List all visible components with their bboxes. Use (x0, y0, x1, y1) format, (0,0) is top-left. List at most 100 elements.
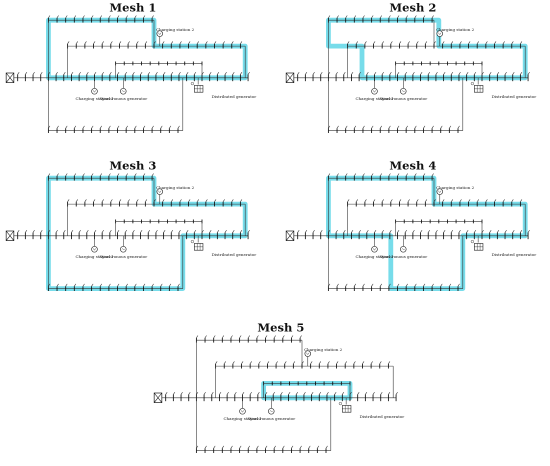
load-tap (405, 283, 408, 287)
generator-icon (120, 77, 127, 95)
load-tap (117, 283, 120, 287)
mesh-title: Mesh 1 (109, 1, 156, 15)
load-tap (373, 41, 376, 44)
load-tap (420, 229, 423, 233)
load-tap (108, 283, 111, 287)
charging-station-1-icon (239, 397, 246, 415)
load-tap (358, 71, 361, 75)
load-tap (48, 173, 51, 176)
load-tap (171, 41, 174, 44)
load-tap (119, 41, 122, 44)
load-tap (431, 15, 434, 18)
load-tap (362, 15, 365, 18)
load-tap (380, 283, 383, 287)
load-tap (222, 199, 225, 202)
load-tap (497, 229, 500, 233)
highlighted-mesh-loop (326, 175, 528, 292)
load-tap (211, 391, 214, 395)
load-tap (353, 361, 356, 364)
load-tap (327, 361, 330, 364)
load-tap (280, 391, 283, 395)
load-tap (347, 41, 350, 44)
load-tap (32, 229, 35, 233)
load-tap (466, 229, 469, 233)
load-tap (416, 199, 419, 202)
load-tap (265, 445, 268, 449)
load-tap (435, 71, 438, 75)
load-tap (65, 125, 68, 129)
load-tap (217, 71, 220, 75)
load-tap (134, 125, 137, 129)
load-tap (78, 71, 81, 75)
load-tap (100, 173, 103, 176)
load-tap (119, 199, 122, 202)
load-tap (204, 335, 207, 338)
load-tap (468, 41, 471, 44)
load-tap (527, 229, 530, 233)
load-tap (412, 229, 415, 233)
load-tap (100, 283, 103, 287)
load-tap (63, 71, 66, 75)
load-tap (171, 71, 174, 75)
load-tap (312, 229, 315, 233)
load-tap (440, 125, 443, 129)
load-tap (351, 229, 354, 233)
load-tap (241, 361, 244, 364)
mesh-title: Mesh 2 (389, 1, 436, 15)
load-tap (247, 229, 250, 233)
load-tap (249, 361, 252, 364)
load-tap (110, 41, 113, 44)
load-tap (388, 15, 391, 18)
load-tap (345, 173, 348, 176)
load-tap (56, 15, 59, 18)
load-tap (117, 125, 120, 129)
mesh-title: Mesh 3 (109, 159, 156, 173)
load-tap (414, 173, 417, 176)
load-tap (169, 125, 172, 129)
load-tap (380, 391, 383, 395)
load-tap (328, 15, 331, 18)
distributed-generator-label: Distributed generator (492, 252, 537, 257)
load-tap (194, 71, 197, 75)
load-tap (354, 15, 357, 18)
load-tap (224, 229, 227, 233)
load-tap (258, 361, 261, 364)
load-tap (428, 71, 431, 75)
load-tap (56, 283, 59, 287)
load-tap (343, 229, 346, 233)
load-tap (163, 71, 166, 75)
load-tap (125, 283, 128, 287)
load-tap (71, 71, 74, 75)
load-tap (440, 283, 443, 287)
load-tap (125, 173, 128, 176)
load-tap (291, 335, 294, 338)
load-tap (125, 15, 128, 18)
charging-station-1-label: Charging station 1 (223, 416, 261, 421)
charging-station-1-icon (371, 77, 378, 95)
load-tap (485, 199, 488, 202)
load-tap (214, 199, 217, 202)
load-tap (272, 391, 275, 395)
load-tap (305, 229, 308, 233)
load-tap (476, 199, 479, 202)
load-tap (148, 71, 151, 75)
load-tap (151, 15, 154, 18)
load-tap (86, 229, 89, 233)
load-tap (335, 229, 338, 233)
load-tap (303, 391, 306, 395)
load-tap (273, 335, 276, 338)
load-tap (101, 229, 104, 233)
load-tap (169, 283, 172, 287)
load-tap (310, 361, 313, 364)
load-tap (512, 229, 515, 233)
load-tap (186, 71, 189, 75)
load-tap (458, 229, 461, 233)
load-tap (188, 391, 191, 395)
load-tap (275, 361, 278, 364)
load-tap (373, 199, 376, 202)
load-tap (425, 199, 428, 202)
charging-station-2-label: Charging station 2 (436, 185, 475, 190)
load-tap (345, 283, 348, 287)
load-tap (345, 125, 348, 129)
charging-station-1-icon (91, 77, 98, 95)
